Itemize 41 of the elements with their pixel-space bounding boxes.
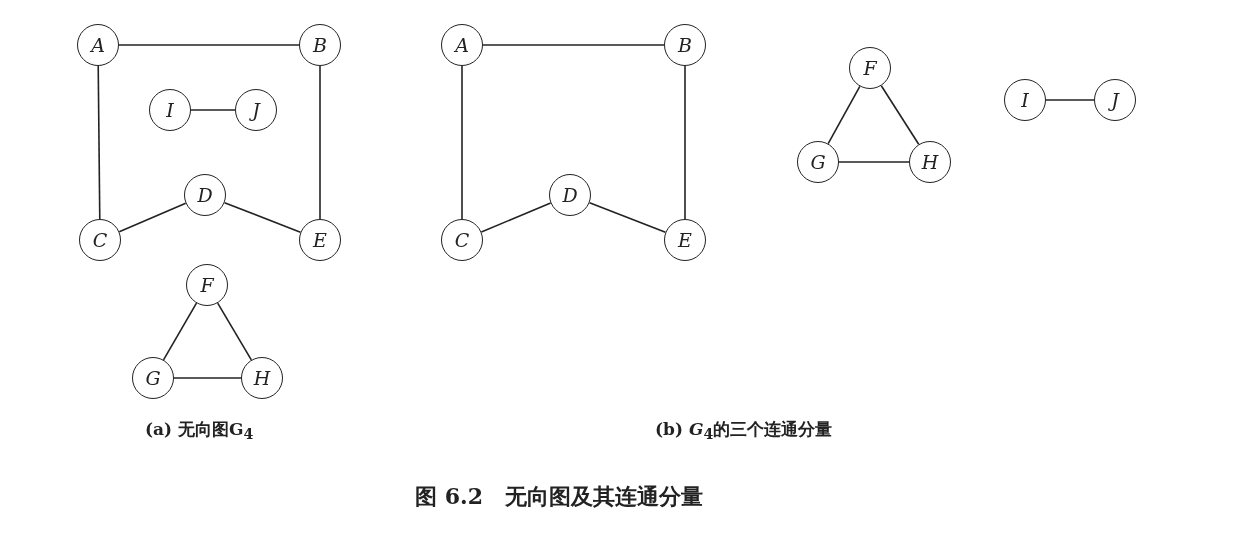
edge-line	[118, 44, 300, 46]
edge-line	[173, 377, 242, 379]
vertex-circle: B	[664, 24, 706, 66]
vertex-circle: E	[664, 219, 706, 261]
subfigure-label: (b) G$_{4}$的三个连通分量	[655, 418, 833, 443]
edge-line	[880, 84, 920, 146]
vertex-circle: I	[1004, 79, 1046, 121]
vertex-circle: B	[299, 24, 341, 66]
vertex-circle: I	[149, 89, 191, 131]
vertex-circle: D	[549, 174, 591, 216]
edge-line	[461, 65, 463, 220]
vertex-circle: H	[909, 141, 951, 183]
vertex-circle: F	[849, 47, 891, 89]
edge-line	[827, 85, 861, 145]
vertex-circle: J	[235, 89, 277, 131]
edge-line	[588, 201, 667, 234]
edge-line	[838, 161, 910, 163]
vertex-circle: G	[132, 357, 174, 399]
vertex-circle: A	[77, 24, 119, 66]
edge-line	[482, 44, 665, 46]
vertex-circle: D	[184, 174, 226, 216]
edge-line	[216, 302, 253, 361]
vertex-circle: C	[79, 219, 121, 261]
vertex-circle: H	[241, 357, 283, 399]
vertex-circle: E	[299, 219, 341, 261]
vertex-circle: J	[1094, 79, 1136, 121]
edge-line	[480, 202, 552, 233]
edge-line	[319, 65, 321, 220]
vertex-circle: F	[186, 264, 228, 306]
edge-line	[1045, 99, 1095, 101]
edge-line	[162, 302, 198, 361]
edge-line	[684, 65, 686, 220]
subfigure-label: (a) 无向图G$_{4}$	[145, 418, 254, 443]
edge-line	[97, 65, 101, 220]
edge-line	[223, 201, 302, 234]
vertex-circle: A	[441, 24, 483, 66]
vertex-circle: C	[441, 219, 483, 261]
vertex-circle: G	[797, 141, 839, 183]
edge-line	[118, 202, 187, 233]
figure-caption: 图 6.2 无向图及其连通分量	[415, 482, 703, 511]
edge-line	[190, 109, 236, 111]
